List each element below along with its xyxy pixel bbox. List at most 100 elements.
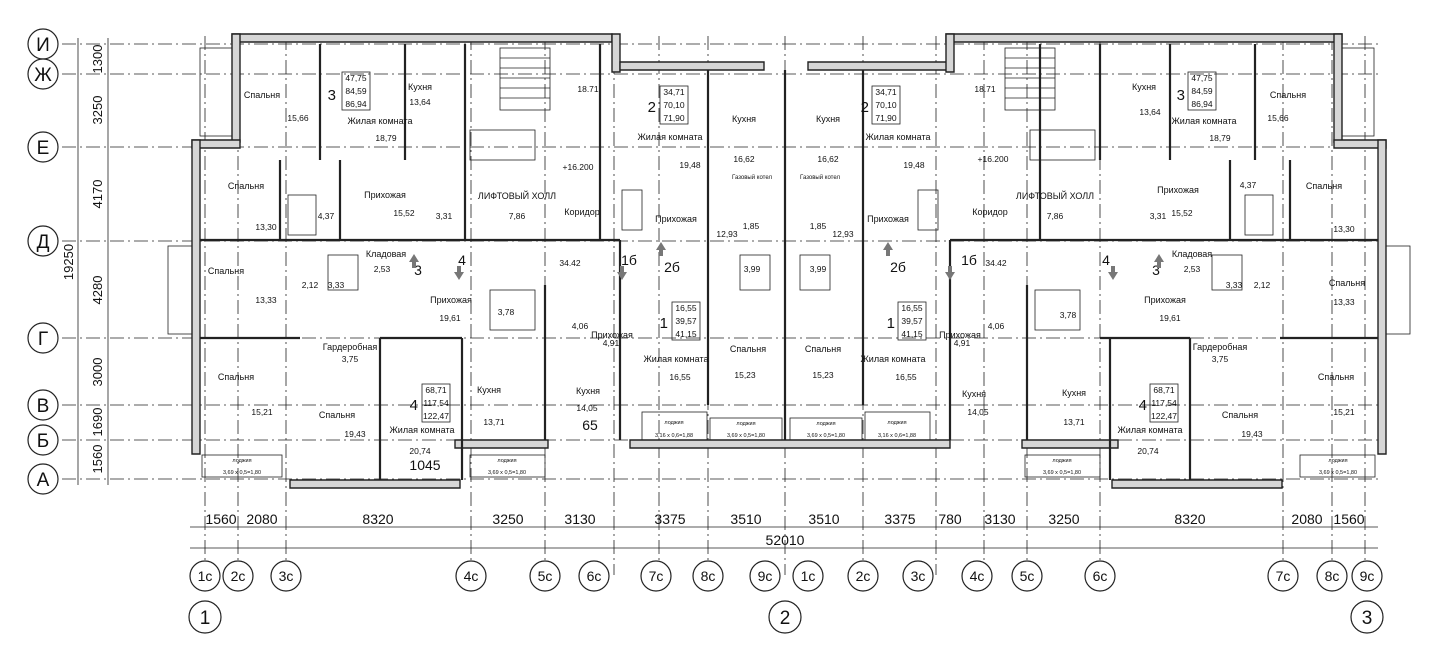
svg-text:1,85: 1,85 bbox=[810, 221, 827, 231]
svg-text:Кухня: Кухня bbox=[576, 386, 600, 396]
svg-text:18,79: 18,79 bbox=[375, 133, 397, 143]
bottom-dim: 780 bbox=[938, 511, 962, 527]
svg-text:86,94: 86,94 bbox=[1191, 99, 1213, 109]
apartment-info: 3 47,75 84,59 86,94 2 34,71 70,10 71,90 … bbox=[328, 73, 1213, 421]
svg-text:13,30: 13,30 bbox=[1333, 224, 1355, 234]
svg-text:7,86: 7,86 bbox=[509, 211, 526, 221]
apartment-boxes bbox=[341, 71, 1217, 423]
svg-text:Спальня: Спальня bbox=[319, 410, 355, 420]
svg-text:лоджия: лоджия bbox=[232, 458, 251, 464]
axis-label: 3с bbox=[911, 568, 926, 584]
svg-text:18,79: 18,79 bbox=[1209, 133, 1231, 143]
total-width: 52010 bbox=[766, 532, 805, 548]
svg-text:15,52: 15,52 bbox=[393, 208, 415, 218]
row-axes: И Ж Е Д Г В Б А bbox=[27, 28, 59, 495]
svg-text:19,48: 19,48 bbox=[679, 160, 701, 170]
row-dim: 3000 bbox=[90, 358, 105, 387]
bottom-dim: 3510 bbox=[808, 511, 839, 527]
axis-label: 1с bbox=[198, 568, 213, 584]
svg-text:Кладовая: Кладовая bbox=[1172, 249, 1212, 259]
svg-text:лоджия: лоджия bbox=[816, 421, 835, 427]
row-dim: 3250 bbox=[90, 96, 105, 125]
svg-text:41,15: 41,15 bbox=[675, 329, 697, 339]
svg-text:ЛИФТОВЫЙ ХОЛЛ: ЛИФТОВЫЙ ХОЛЛ bbox=[478, 190, 556, 201]
svg-text:15,23: 15,23 bbox=[812, 370, 834, 380]
svg-text:3,31: 3,31 bbox=[1150, 211, 1167, 221]
rooms-left: Спальня 15,66 Жилая комната 18,79 Кухня … bbox=[208, 82, 633, 456]
svg-text:2б: 2б bbox=[890, 259, 906, 275]
axis-label: 9с bbox=[1360, 568, 1375, 584]
bottom-dim: 3375 bbox=[884, 511, 915, 527]
svg-text:34,71: 34,71 bbox=[663, 87, 685, 97]
svg-text:16,62: 16,62 bbox=[733, 154, 755, 164]
svg-text:2,12: 2,12 bbox=[1254, 280, 1271, 290]
svg-text:Коридор: Коридор bbox=[564, 207, 600, 217]
loggia-labels: лоджия 3,69 x 0,5=1,80 лоджия 3,69 x 0,5… bbox=[223, 420, 1357, 476]
axis-label: 5с bbox=[1020, 568, 1035, 584]
svg-text:Кухня: Кухня bbox=[732, 114, 756, 124]
svg-text:13,33: 13,33 bbox=[1333, 297, 1355, 307]
svg-text:Жилая комната: Жилая комната bbox=[1117, 425, 1182, 435]
svg-text:Спальня: Спальня bbox=[218, 372, 254, 382]
svg-text:лоджия: лоджия bbox=[1052, 458, 1071, 464]
svg-text:16,55: 16,55 bbox=[675, 303, 697, 313]
svg-text:Жилая комната: Жилая комната bbox=[643, 354, 708, 364]
svg-text:Спальня: Спальня bbox=[244, 90, 280, 100]
bottom-dim: 3130 bbox=[984, 511, 1015, 527]
axis-label: 1с bbox=[801, 568, 816, 584]
bottom-dim: 3130 bbox=[564, 511, 595, 527]
bottom-dim: 8320 bbox=[1174, 511, 1205, 527]
svg-text:34.42: 34.42 bbox=[559, 258, 581, 268]
svg-text:20,74: 20,74 bbox=[409, 446, 431, 456]
bottom-dimensions: 1560 2080 8320 3250 3130 3375 3510 3510 … bbox=[190, 511, 1378, 549]
svg-text:65: 65 bbox=[582, 417, 598, 433]
axis-label: 8с bbox=[1325, 568, 1340, 584]
svg-text:1б: 1б bbox=[621, 252, 637, 268]
svg-text:39,57: 39,57 bbox=[901, 316, 923, 326]
axis-label: Г bbox=[38, 329, 48, 350]
axis-label: 6с bbox=[587, 568, 602, 584]
main-axes: 1 2 3 bbox=[188, 600, 1384, 634]
svg-text:13,30: 13,30 bbox=[255, 222, 277, 232]
svg-text:15,23: 15,23 bbox=[734, 370, 756, 380]
svg-text:3,78: 3,78 bbox=[1060, 310, 1077, 320]
svg-text:3,69 x 0,5=1,80: 3,69 x 0,5=1,80 bbox=[223, 470, 261, 476]
axis-label: 4с bbox=[970, 568, 985, 584]
axis-label: Ж bbox=[34, 65, 52, 86]
svg-text:Кухня: Кухня bbox=[962, 389, 986, 399]
svg-text:1: 1 bbox=[887, 315, 895, 332]
svg-text:Спальня: Спальня bbox=[1306, 181, 1342, 191]
fixtures bbox=[287, 47, 1274, 331]
svg-text:Спальня: Спальня bbox=[805, 344, 841, 354]
svg-text:Прихожая: Прихожая bbox=[1144, 295, 1186, 305]
svg-text:Жилая комната: Жилая комната bbox=[865, 132, 930, 142]
svg-text:Гардеробная: Гардеробная bbox=[323, 342, 378, 352]
bottom-dim: 3250 bbox=[492, 511, 523, 527]
svg-text:3: 3 bbox=[414, 262, 422, 278]
svg-text:68,71: 68,71 bbox=[425, 385, 447, 395]
svg-text:3,69 x 0,5=1,80: 3,69 x 0,5=1,80 bbox=[1319, 470, 1357, 476]
axis-label: 2с bbox=[856, 568, 871, 584]
svg-text:лоджия: лоджия bbox=[887, 420, 906, 426]
svg-text:Жилая комната: Жилая комната bbox=[860, 354, 925, 364]
svg-text:2,53: 2,53 bbox=[1184, 264, 1201, 274]
section-axes: 1с 2с 3с 4с 5с 6с 7с 8с 9с 1с 2с 3с 4с 5… bbox=[189, 560, 1383, 592]
svg-text:15,21: 15,21 bbox=[251, 407, 273, 417]
svg-text:лоджия: лоджия bbox=[497, 458, 516, 464]
svg-text:16,55: 16,55 bbox=[669, 372, 691, 382]
svg-text:16,55: 16,55 bbox=[895, 372, 917, 382]
rooms-center: Жилая комната 19,48 Кухня 16,62 Газовый … bbox=[637, 114, 930, 382]
svg-text:Спальня: Спальня bbox=[730, 344, 766, 354]
svg-text:3: 3 bbox=[1177, 87, 1185, 104]
axis-label: Б bbox=[37, 431, 49, 452]
svg-text:Кухня: Кухня bbox=[1132, 82, 1156, 92]
svg-text:Кухня: Кухня bbox=[816, 114, 840, 124]
svg-text:4: 4 bbox=[1139, 397, 1147, 414]
svg-text:3: 3 bbox=[328, 87, 336, 104]
svg-text:19,43: 19,43 bbox=[344, 429, 366, 439]
svg-text:Жилая комната: Жилая комната bbox=[389, 425, 454, 435]
svg-text:4,37: 4,37 bbox=[318, 211, 335, 221]
svg-text:16,55: 16,55 bbox=[901, 303, 923, 313]
svg-text:Спальня: Спальня bbox=[228, 181, 264, 191]
